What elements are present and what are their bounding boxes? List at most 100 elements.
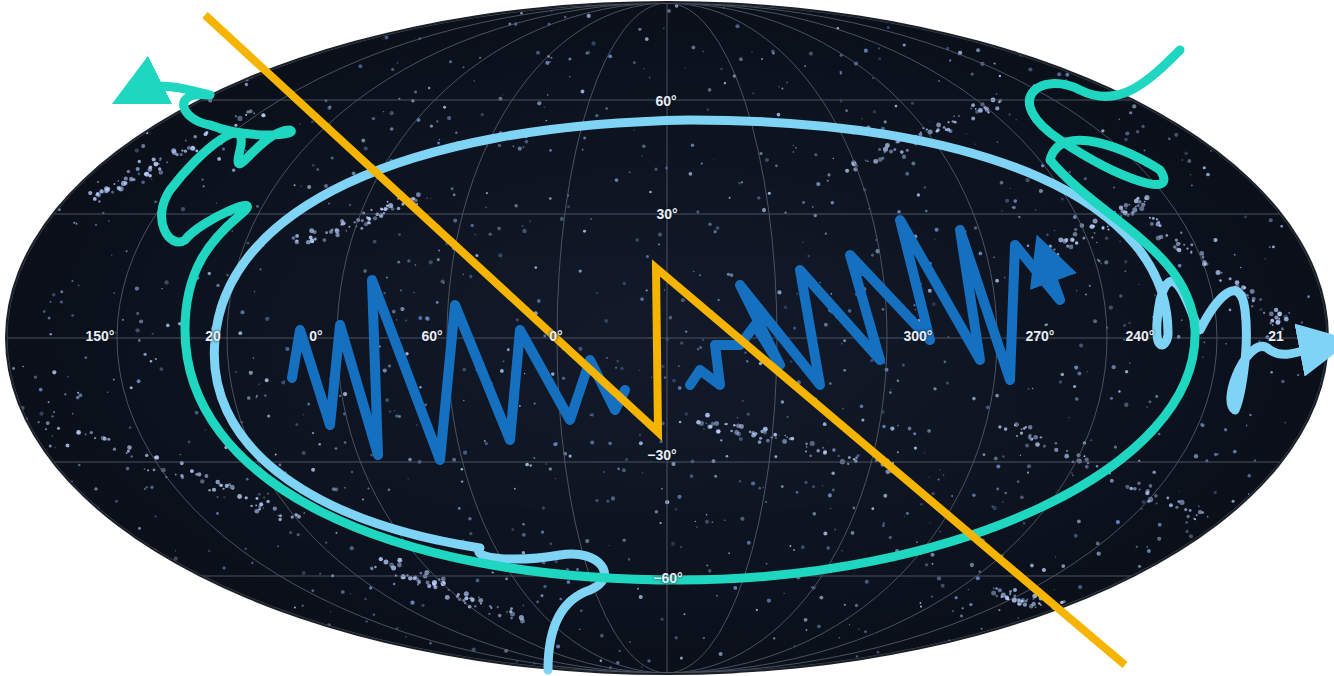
galaxy-filament bbox=[1101, 227, 1104, 230]
galaxy-dot bbox=[724, 82, 726, 84]
galaxy-dot bbox=[514, 488, 516, 490]
galaxy-filament bbox=[1139, 489, 1141, 491]
galaxy-filament bbox=[205, 131, 208, 134]
galaxy-dot bbox=[1272, 245, 1275, 248]
galaxy-dot bbox=[77, 392, 79, 394]
galaxy-filament bbox=[978, 108, 983, 113]
galaxy-dot bbox=[302, 571, 306, 575]
galaxy-dot bbox=[649, 77, 651, 79]
galaxy-filament bbox=[237, 116, 242, 121]
galaxy-dot bbox=[1264, 180, 1267, 183]
galaxy-dot bbox=[518, 146, 522, 150]
galaxy-dot bbox=[462, 273, 464, 275]
galaxy-dot bbox=[522, 229, 526, 233]
galaxy-dot bbox=[807, 255, 810, 258]
galaxy-dot bbox=[1321, 523, 1323, 525]
galaxy-dot bbox=[1118, 390, 1121, 393]
galaxy-filament bbox=[1186, 515, 1189, 518]
galaxy-dot bbox=[678, 365, 680, 367]
galaxy-dot bbox=[1061, 197, 1064, 200]
galaxy-dot bbox=[187, 82, 190, 85]
galaxy-dot bbox=[1087, 371, 1088, 372]
galaxy-filament bbox=[93, 197, 97, 201]
galaxy-filament bbox=[474, 605, 477, 608]
galaxy-dot bbox=[595, 499, 598, 502]
galaxy-dot bbox=[706, 514, 708, 516]
galaxy-dot bbox=[386, 646, 388, 648]
galaxy-dot bbox=[49, 445, 52, 448]
galaxy-dot bbox=[1272, 140, 1275, 143]
galaxy-filament bbox=[166, 162, 168, 164]
galaxy-filament bbox=[1141, 202, 1145, 206]
galaxy-dot bbox=[511, 528, 514, 531]
galaxy-dot bbox=[841, 343, 842, 344]
galaxy-dot bbox=[53, 411, 55, 413]
galaxy-dot bbox=[966, 133, 967, 134]
galaxy-filament bbox=[1175, 506, 1178, 509]
galaxy-dot bbox=[1232, 500, 1235, 503]
galaxy-dot bbox=[717, 299, 719, 301]
galaxy-dot bbox=[1206, 173, 1210, 177]
galaxy-dot bbox=[761, 58, 763, 60]
galaxy-dot bbox=[1144, 620, 1145, 621]
galaxy-dot bbox=[661, 488, 663, 490]
galaxy-filament bbox=[155, 455, 159, 459]
galaxy-dot bbox=[161, 288, 162, 289]
galaxy-filament bbox=[266, 500, 270, 504]
galaxy-filament bbox=[273, 506, 277, 510]
galaxy-dot bbox=[20, 126, 22, 128]
galaxy-dot bbox=[65, 583, 67, 585]
galaxy-dot bbox=[76, 35, 78, 37]
galaxy-dot bbox=[374, 29, 378, 33]
galaxy-filament bbox=[230, 485, 235, 490]
galaxy-dot bbox=[929, 655, 933, 659]
galaxy-filament bbox=[1074, 228, 1077, 231]
galaxy-dot bbox=[254, 291, 256, 293]
galaxy-dot bbox=[1222, 19, 1226, 23]
galaxy-filament bbox=[360, 227, 363, 230]
galaxy-dot bbox=[1039, 189, 1043, 193]
galaxy-dot bbox=[897, 425, 899, 427]
galaxy-dot bbox=[716, 226, 719, 229]
galaxy-dot bbox=[469, 275, 472, 278]
galaxy-dot bbox=[516, 661, 518, 663]
galaxy-dot bbox=[391, 68, 394, 71]
galaxy-dot bbox=[452, 458, 456, 462]
galaxy-filament bbox=[751, 433, 756, 438]
galaxy-dot bbox=[208, 272, 211, 275]
galaxy-dot bbox=[758, 487, 761, 490]
galaxy-dot bbox=[1273, 21, 1276, 24]
galaxy-dot bbox=[367, 487, 369, 489]
galaxy-dot bbox=[429, 642, 432, 645]
galaxy-dot bbox=[115, 500, 118, 503]
galaxy-dot bbox=[793, 326, 796, 329]
galaxy-dot bbox=[1072, 3, 1076, 7]
galaxy-dot bbox=[1055, 556, 1056, 557]
galaxy-filament bbox=[1050, 254, 1052, 256]
galaxy-dot bbox=[635, 238, 639, 242]
galaxy-dot bbox=[843, 339, 846, 342]
galaxy-dot bbox=[275, 454, 277, 456]
galaxy-dot bbox=[828, 493, 832, 497]
galaxy-filament bbox=[261, 113, 265, 117]
galaxy-filament bbox=[1053, 248, 1055, 250]
galaxy-filament bbox=[993, 587, 995, 589]
galaxy-dot bbox=[1248, 493, 1250, 495]
galaxy-filament bbox=[1043, 445, 1046, 448]
galaxy-filament bbox=[1082, 605, 1086, 609]
galaxy-dot bbox=[253, 357, 255, 359]
galaxy-dot bbox=[506, 611, 508, 613]
galaxy-dot bbox=[129, 426, 132, 429]
galaxy-dot bbox=[145, 622, 148, 625]
galaxy-dot bbox=[1119, 294, 1123, 298]
galaxy-filament bbox=[254, 113, 256, 115]
galaxy-dot bbox=[1084, 177, 1087, 180]
galaxy-dot bbox=[152, 59, 156, 63]
galaxy-dot bbox=[991, 506, 993, 508]
galaxy-dot bbox=[1218, 526, 1222, 530]
galaxy-dot bbox=[633, 61, 636, 64]
galaxy-dot bbox=[775, 165, 777, 167]
galaxy-filament bbox=[195, 149, 198, 152]
galaxy-dot bbox=[1251, 305, 1253, 307]
galaxy-filament bbox=[441, 581, 446, 586]
